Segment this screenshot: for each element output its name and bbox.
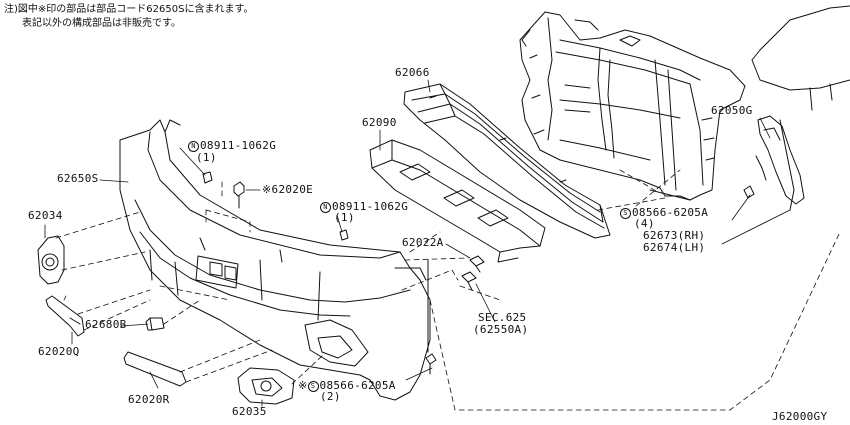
label-62020E: ※62020E <box>262 183 314 196</box>
n-circle-icon: N <box>188 141 199 152</box>
label-62090: 62090 <box>362 116 397 129</box>
fog-bezel-62035 <box>237 367 295 405</box>
bolt2-code: 08566-6205A <box>319 379 396 392</box>
n-circle-icon: N <box>320 202 331 213</box>
diagram-id: J62000GY <box>772 410 828 423</box>
label-62020R: 62020R <box>128 393 170 406</box>
reinforcement-62066 <box>403 83 611 239</box>
fasteners <box>202 171 485 375</box>
label-62066: 62066 <box>395 66 430 79</box>
absorber-62090 <box>369 139 546 263</box>
moulding-62020Q <box>45 295 85 337</box>
fender <box>751 5 850 211</box>
s-circle-icon: S <box>620 208 631 219</box>
bolt1-code: 08566-6205A <box>632 206 709 219</box>
label-62034: 62034 <box>28 209 63 222</box>
nut1-code: 08911-1062G <box>200 139 277 152</box>
header-note-line1: 注)図中※印の部品は部品コード62650Sに含まれます。 <box>4 4 254 15</box>
leader-lines <box>44 79 791 407</box>
radiator-core-support <box>519 11 746 201</box>
nut2-code: 08911-1062G <box>332 200 409 213</box>
label-nut-2-qty: (1) <box>334 211 355 224</box>
fog-bezel-62034 <box>37 235 65 285</box>
label-sec-sub: (62550A) <box>473 323 529 336</box>
dashed-guides <box>55 169 841 411</box>
label-62022A: 62022A <box>402 236 444 249</box>
label-62035: 62035 <box>232 405 267 418</box>
clip-62680B <box>145 317 165 331</box>
label-62674: 62674(LH) <box>643 241 706 254</box>
s-circle-icon: S <box>307 381 319 392</box>
label-62050G: 62050G <box>711 104 753 117</box>
label-sec-ref: SEC.625 <box>478 311 527 324</box>
label-62650S: 62650S <box>57 172 99 185</box>
emblem-outline <box>209 261 237 281</box>
asterisk-mark: ※ <box>298 379 308 392</box>
label-62680B: 62680B <box>85 318 127 331</box>
bracket-62050G <box>743 115 805 205</box>
label-bolt-1-qty: (4) <box>634 217 655 230</box>
bumper-fascia-62650S <box>119 119 431 401</box>
label-62673: 62673(RH) <box>643 229 706 242</box>
label-bolt-2-qty: (2) <box>320 390 341 403</box>
label-nut-1-qty: (1) <box>196 151 217 164</box>
moulding-62020R <box>123 351 187 387</box>
asterisk-mark: ※ <box>262 183 272 196</box>
header-note-line2: 表記以外の構成部品は非販売です。 <box>22 18 181 29</box>
label-62020Q: 62020Q <box>38 345 80 358</box>
